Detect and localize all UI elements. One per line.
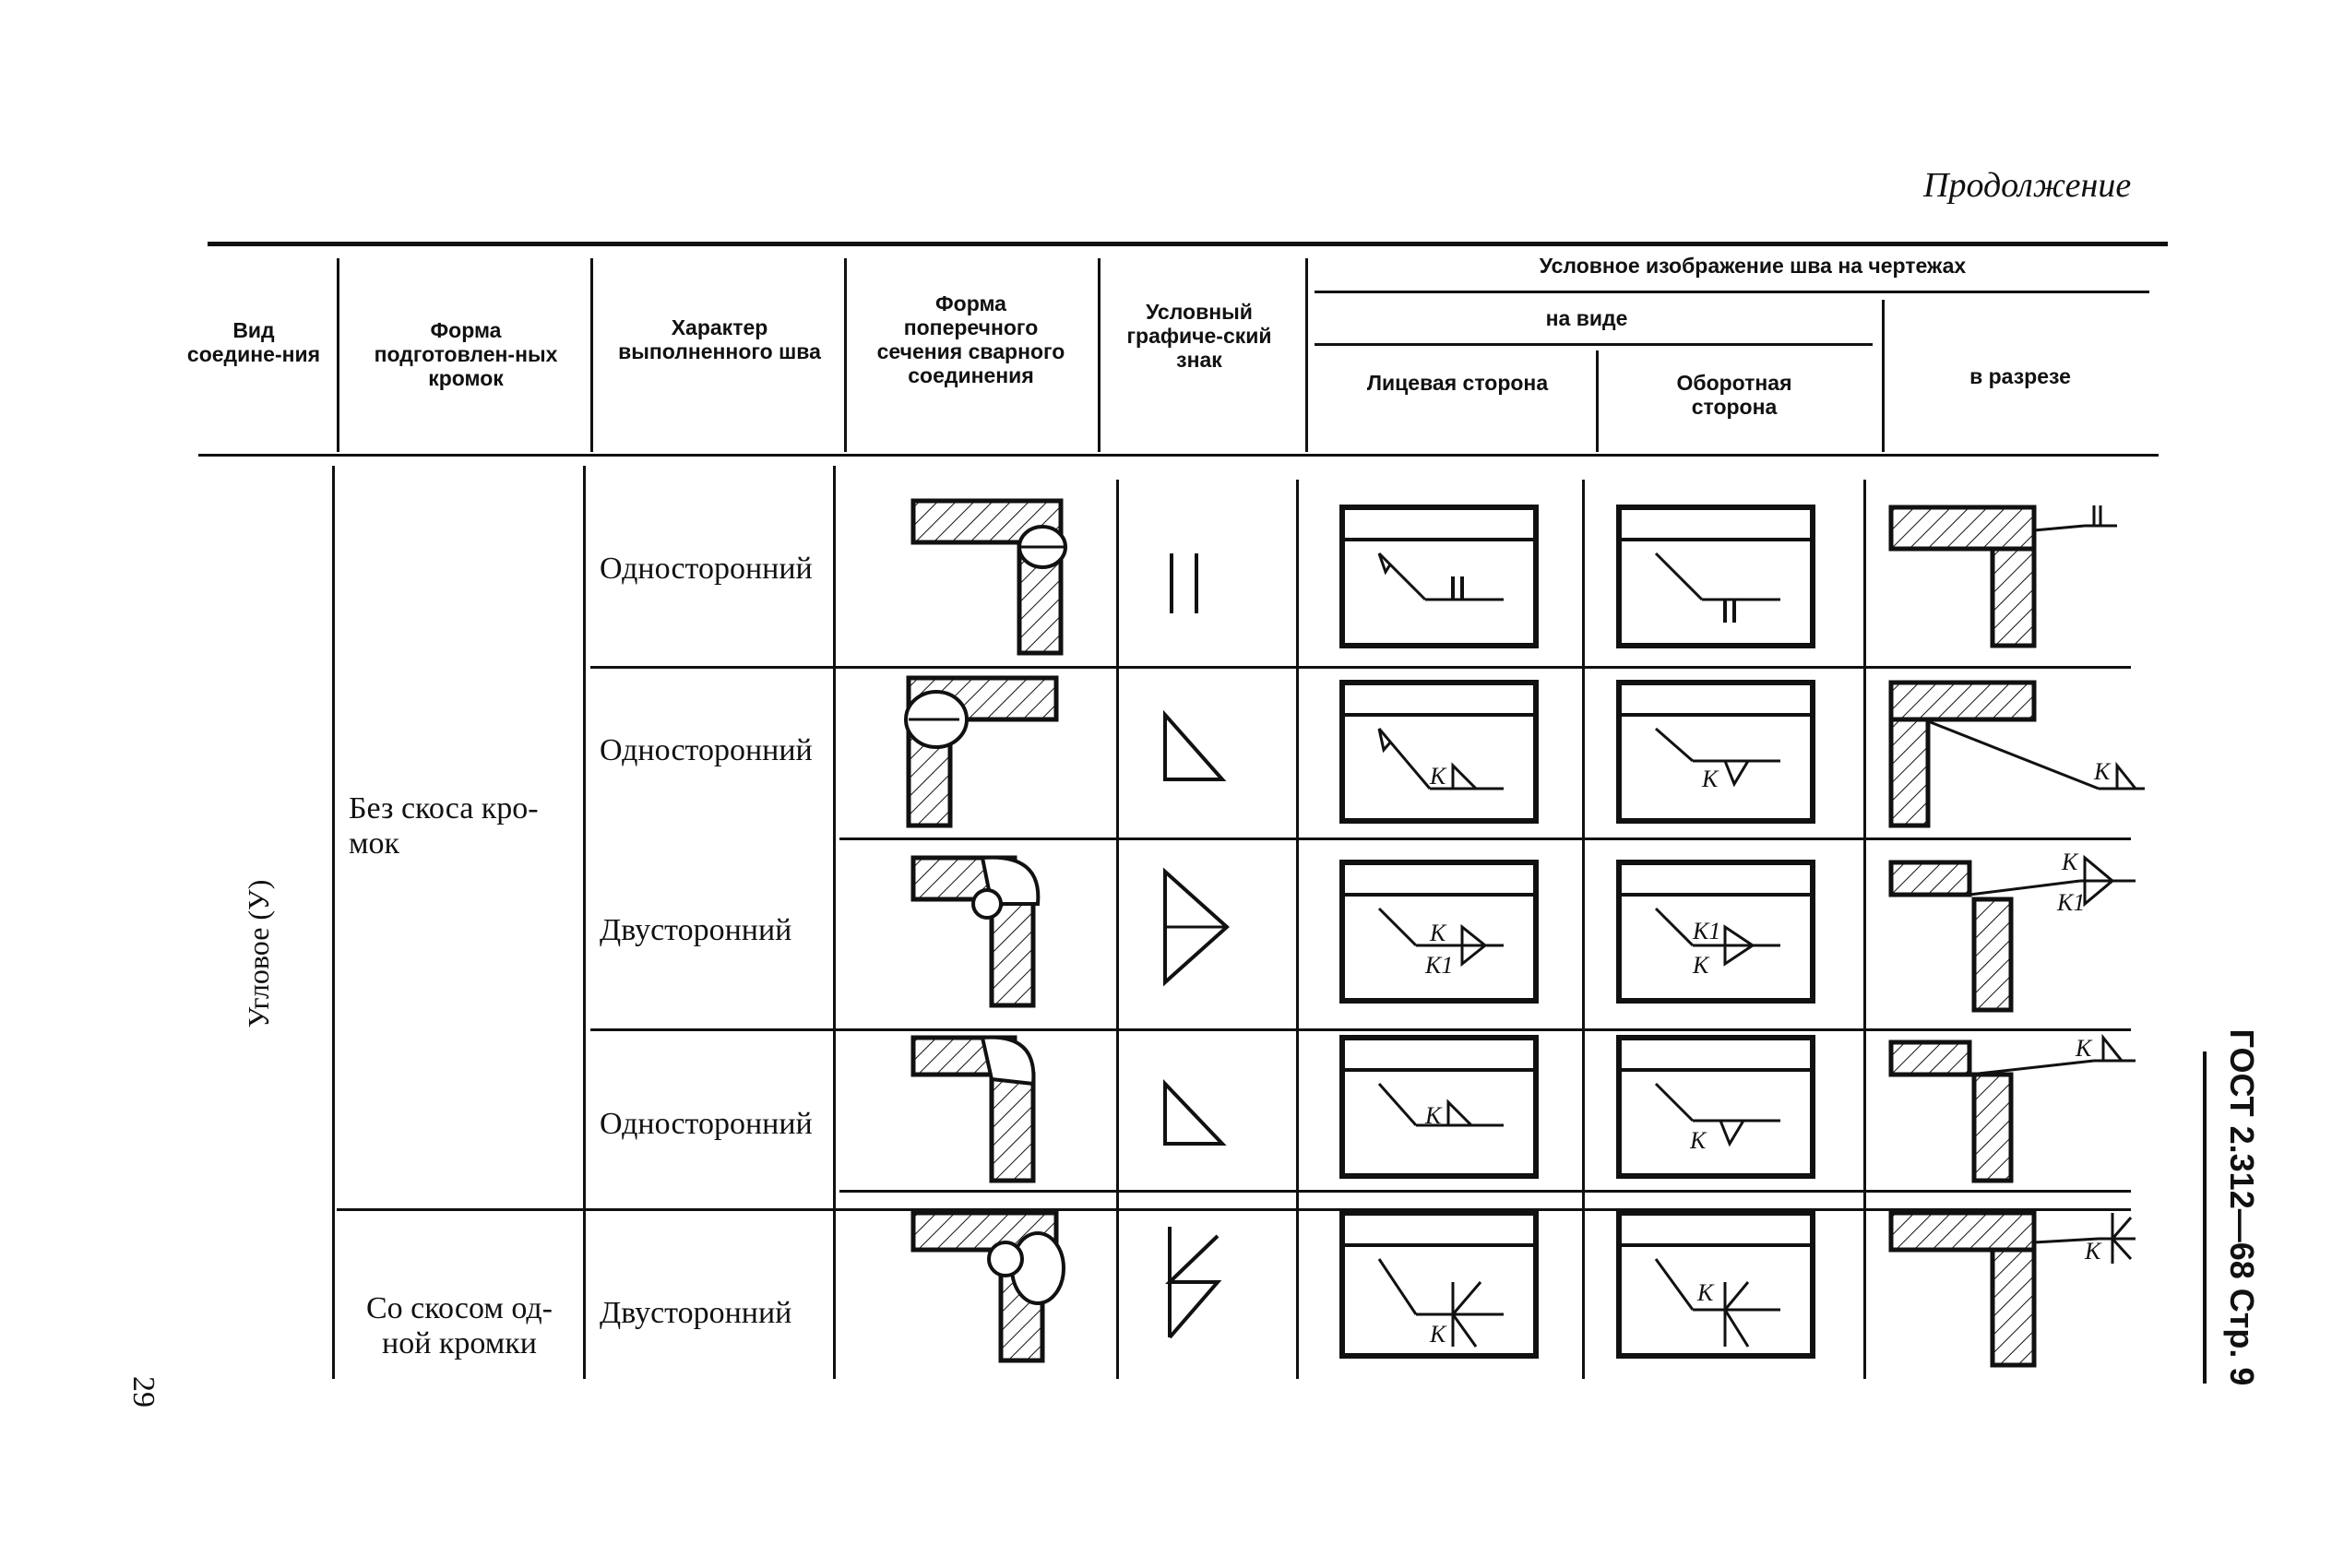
weld-symbol — [1163, 1079, 1227, 1146]
front-side-drawing: K K1 — [1339, 860, 1539, 1004]
weld-character: Односторонний — [600, 733, 813, 767]
header-divider — [1596, 350, 1599, 452]
front-side-drawing: K — [1339, 1210, 1539, 1359]
header-front-side: Лицевая сторона — [1366, 371, 1549, 395]
weld-label: K — [1424, 1102, 1443, 1129]
weld-label: K — [1696, 1279, 1715, 1306]
header-divider — [1098, 258, 1101, 452]
weld-label: K — [2084, 1238, 2102, 1265]
header-divider — [590, 258, 593, 452]
header-drawing-representation: Условное изображение шва на чертежах — [1539, 254, 1967, 278]
back-side-drawing: K — [1616, 1035, 1815, 1179]
row-separator — [337, 1208, 2131, 1211]
section-drawing: K — [1888, 1033, 2136, 1183]
cross-section-figure — [910, 855, 1041, 1008]
header-edge-form: Форма подготовлен-ных кромок — [374, 318, 558, 390]
continuation-label: Продолжение — [1923, 166, 2132, 205]
header-weld-character: Характер выполненного шва — [618, 315, 821, 363]
header-divider — [337, 258, 339, 452]
weld-character: Односторонний — [600, 552, 813, 586]
joint-type-label: Угловое (У) — [242, 879, 275, 1028]
front-side-drawing: K — [1339, 680, 1539, 824]
weld-label: K — [1429, 920, 1447, 946]
front-side-drawing — [1339, 505, 1539, 648]
back-side-drawing — [1616, 505, 1815, 648]
header-divider — [844, 258, 847, 452]
column-divider — [1116, 480, 1119, 1379]
weld-label: K1 — [1424, 952, 1453, 979]
section-drawing: K — [1888, 680, 2145, 828]
header-divider — [1882, 300, 1885, 452]
side-stamp-rule — [2203, 1051, 2207, 1384]
header-graphic-symbol: Условный графиче-ский знак — [1126, 300, 1272, 372]
column-divider — [1582, 480, 1585, 1379]
weld-character: Двусторонний — [600, 1296, 792, 1330]
weld-label: K — [2061, 849, 2079, 875]
weld-label: K — [1689, 1127, 1707, 1154]
edge-form-one-bevel: Со скосом од-ной кромки — [365, 1291, 553, 1360]
weld-label: K — [1692, 952, 1710, 979]
weld-symbol — [1163, 867, 1230, 987]
weld-label: K — [1429, 1321, 1447, 1348]
back-side-drawing: K — [1616, 1210, 1815, 1359]
column-divider — [332, 466, 335, 1379]
header-back-side: Оборотная сторона — [1676, 371, 1792, 419]
weld-symbol — [1163, 709, 1227, 781]
page-number: 29 — [126, 1376, 161, 1408]
row-separator — [590, 1028, 2131, 1031]
header-section: в разрезе — [1969, 364, 2071, 388]
header-on-view: на виде — [1545, 306, 1628, 330]
cross-section-figure — [910, 498, 1067, 656]
edge-form-no-bevel: Без скоса кро-мок — [349, 791, 539, 861]
weld-character: Односторонний — [600, 1107, 813, 1141]
table-top-rule — [208, 242, 2168, 246]
back-side-drawing: K1 K — [1616, 860, 1815, 1004]
header-group-rule — [1315, 291, 2149, 293]
weld-label: K1 — [1692, 918, 1720, 944]
cross-section-figure — [910, 1210, 1065, 1363]
column-divider — [1863, 480, 1866, 1379]
row-separator — [839, 837, 2131, 840]
header-subgroup-rule — [1315, 343, 1873, 346]
column-divider — [1296, 480, 1299, 1379]
header-joint-type: Вид соедине-ния — [186, 318, 321, 366]
weld-symbol — [1165, 1227, 1222, 1339]
header-cross-section: Форма поперечного сечения сварного соеди… — [876, 291, 1065, 387]
weld-label: K — [1701, 766, 1719, 792]
section-drawing: K K1 — [1888, 849, 2136, 1013]
weld-label: K — [1429, 763, 1447, 790]
weld-symbol — [1170, 553, 1198, 613]
row-separator — [590, 666, 2131, 669]
cross-section-figure — [910, 1035, 1036, 1183]
weld-character: Двусторонний — [600, 913, 792, 947]
row-separator — [839, 1190, 2131, 1193]
side-stamp: ГОСТ 2.312—68 Стр. 9 — [2223, 1028, 2261, 1386]
weld-label: K — [2093, 758, 2112, 785]
front-side-drawing: K — [1339, 1035, 1539, 1179]
header-bottom-rule — [198, 454, 2159, 457]
back-side-drawing: K — [1616, 680, 1815, 824]
weld-label: K — [2075, 1035, 2093, 1062]
weld-label: K1 — [2056, 889, 2085, 916]
section-drawing — [1888, 505, 2117, 648]
section-drawing: K — [1888, 1210, 2136, 1368]
header-divider — [1305, 258, 1308, 452]
column-divider — [833, 466, 836, 1379]
column-divider — [583, 466, 586, 1379]
cross-section-figure — [904, 675, 1059, 828]
